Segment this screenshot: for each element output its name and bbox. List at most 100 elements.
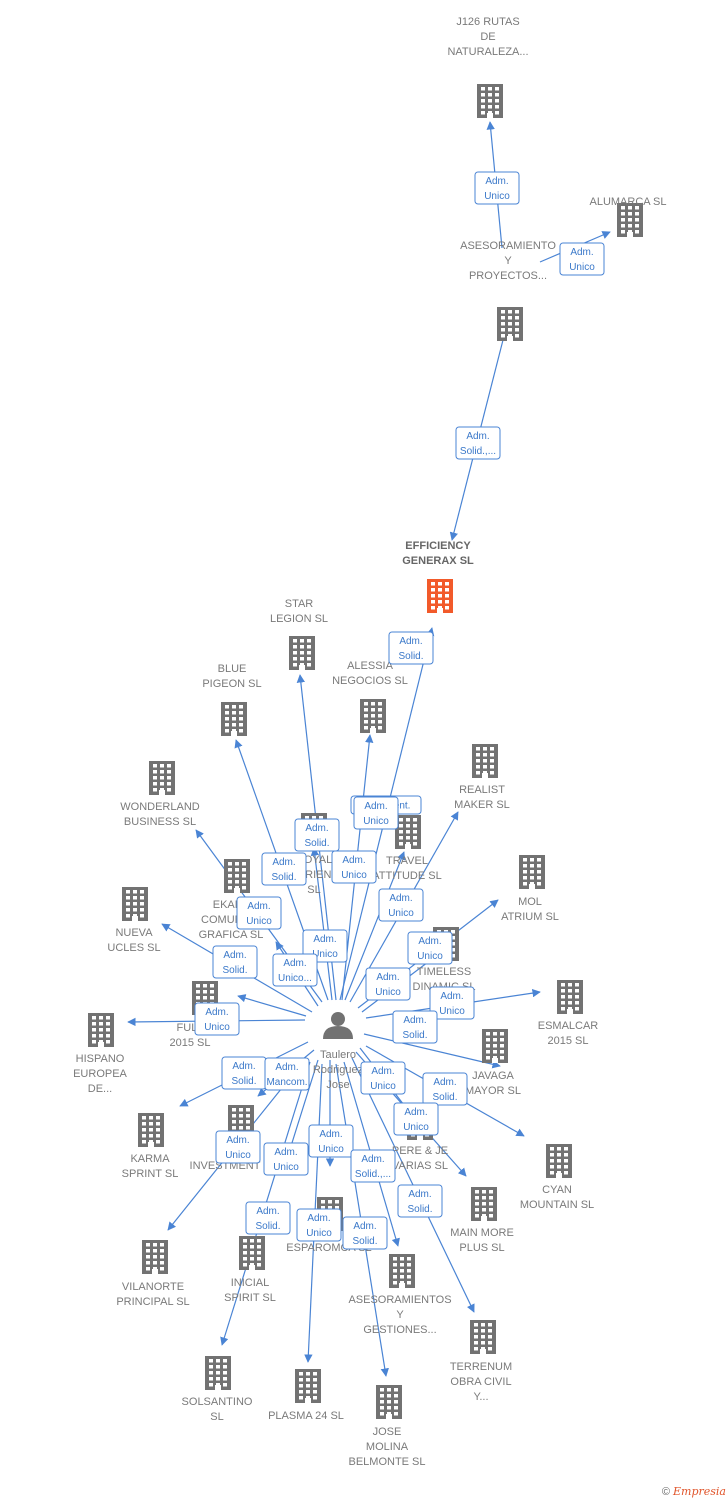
role-badge[interactable]: Adm.Solid.	[221, 1056, 267, 1090]
role-badge-text: Adm.	[313, 934, 336, 945]
role-badge[interactable]: Adm.Unico	[559, 242, 605, 276]
company-label: SL	[307, 884, 320, 896]
role-badge[interactable]: Adm.Unico	[215, 1130, 261, 1164]
role-badge[interactable]: Adm. Unico...	[272, 953, 318, 987]
company-label: SOLSANTINO	[182, 1396, 253, 1408]
role-badge[interactable]: Adm.Solid.	[388, 631, 434, 665]
role-badge-text: Adm.	[376, 972, 399, 983]
company-label: GESTIONES...	[363, 1324, 436, 1336]
company-label: MAIN MORE	[450, 1227, 514, 1239]
company-label: UCLES SL	[107, 942, 160, 954]
company-label: BELMONTE SL	[348, 1456, 425, 1468]
role-badge-text: Adm.	[361, 1154, 384, 1165]
role-badge[interactable]: Adm.Unico	[353, 796, 399, 830]
role-badge-text: Solid.,...	[460, 446, 496, 457]
company-label: PROYECTOS...	[469, 270, 547, 282]
role-badge-text: Adm.	[403, 1015, 426, 1026]
role-badge[interactable]: Adm.Solid.	[422, 1072, 468, 1106]
role-badge[interactable]: Adm.Solid.	[392, 1010, 438, 1044]
role-badge-text: Adm.	[342, 855, 365, 866]
role-badge-text: Unico...	[278, 973, 312, 984]
role-badge[interactable]: Adm.Unico	[393, 1102, 439, 1136]
role-badge-text: Unico	[439, 1006, 465, 1017]
role-badge[interactable]: Adm.Solid.	[245, 1201, 291, 1235]
role-badge[interactable]: Adm.Solid.	[212, 945, 258, 979]
building-icon	[88, 1013, 114, 1047]
role-badge[interactable]: Adm.Unico	[194, 1002, 240, 1036]
role-badge-text: Adm.	[305, 823, 328, 834]
role-badge[interactable]: Adm.Solid.,...	[350, 1149, 396, 1183]
company-label: MOLINA	[366, 1441, 409, 1453]
person-label: Taulero	[320, 1049, 356, 1061]
role-badge[interactable]: Adm. Unico	[331, 850, 377, 884]
company-node-plasma[interactable]: PLASMA 24 SL	[268, 1369, 344, 1422]
role-badge[interactable]: Adm.Solid.	[294, 818, 340, 852]
company-node-asesoramiento_proy[interactable]: ASESORAMIENTOYPROYECTOS...	[460, 240, 556, 341]
company-node-hispano[interactable]: HISPANOEUROPEADE...	[73, 1013, 128, 1095]
role-badge[interactable]: Adm.Solid.	[342, 1216, 388, 1250]
role-badge[interactable]: Adm.Unico	[263, 1142, 309, 1176]
role-badge[interactable]: Adm.Unico	[407, 931, 453, 965]
building-icon	[149, 761, 175, 795]
role-badge[interactable]: Adm.Unico	[365, 967, 411, 1001]
role-badge[interactable]: Adm.Unico	[308, 1124, 354, 1158]
role-badge-text: Unico	[370, 1081, 396, 1092]
company-label: ASESORAMIENTOS	[348, 1294, 451, 1306]
role-badge[interactable]: Adm.Unico	[236, 896, 282, 930]
company-label: STAR	[285, 598, 314, 610]
role-badge-text: Unico	[363, 816, 389, 827]
company-label: NUEVA	[115, 927, 153, 939]
company-node-j126[interactable]: J126 RUTASDENATURALEZA...	[447, 16, 529, 118]
building-icon	[138, 1113, 164, 1147]
role-badge[interactable]: Adm.Solid.	[397, 1184, 443, 1218]
role-badge[interactable]: Adm.Solid.,...	[455, 426, 501, 460]
company-label: Y...	[473, 1391, 488, 1403]
edge-person-royal	[310, 847, 333, 1001]
building-icon	[389, 1254, 415, 1288]
company-label: GRAFICA SL	[199, 929, 264, 941]
company-node-alumarca[interactable]: ALUMARCA SL	[589, 196, 667, 237]
company-label: REALIST	[459, 784, 505, 796]
building-icon	[470, 1320, 496, 1354]
role-badge[interactable]: Adm.Unico	[360, 1061, 406, 1095]
role-badge[interactable]: Adm.Solid.	[261, 852, 307, 886]
company-node-star_legion[interactable]: STAR LEGION SL	[270, 598, 328, 670]
role-badge-text: Adm.	[389, 893, 412, 904]
building-icon	[482, 1029, 508, 1063]
brand-logo[interactable]: Empresia	[673, 1485, 726, 1498]
company-label: ASESORAMIENTO	[460, 240, 556, 252]
role-badge-text: Adm.	[418, 936, 441, 947]
role-badge[interactable]: Adm.Unico	[429, 986, 475, 1020]
company-label: LEGION SL	[270, 613, 328, 625]
company-label: EUROPEA	[73, 1068, 127, 1080]
role-badge[interactable]: Adm.Unico	[296, 1208, 342, 1242]
role-badge[interactable]: Adm.Unico	[378, 888, 424, 922]
company-label: OBRA CIVIL	[450, 1376, 511, 1388]
company-node-asesoramiento_gest[interactable]: ASESORAMIENTOSYGESTIONES...	[348, 1254, 452, 1336]
role-badge-text: Unico	[341, 870, 367, 881]
company-node-nueva_ucles[interactable]: NUEVA UCLES SL	[107, 887, 161, 954]
building-icon	[122, 887, 148, 921]
role-badge[interactable]: Adm.Mancom.	[264, 1057, 310, 1091]
person-icon	[323, 1012, 353, 1039]
role-badge[interactable]: Adm.Unico	[474, 171, 520, 205]
role-badge-text: Adm.	[283, 958, 306, 969]
